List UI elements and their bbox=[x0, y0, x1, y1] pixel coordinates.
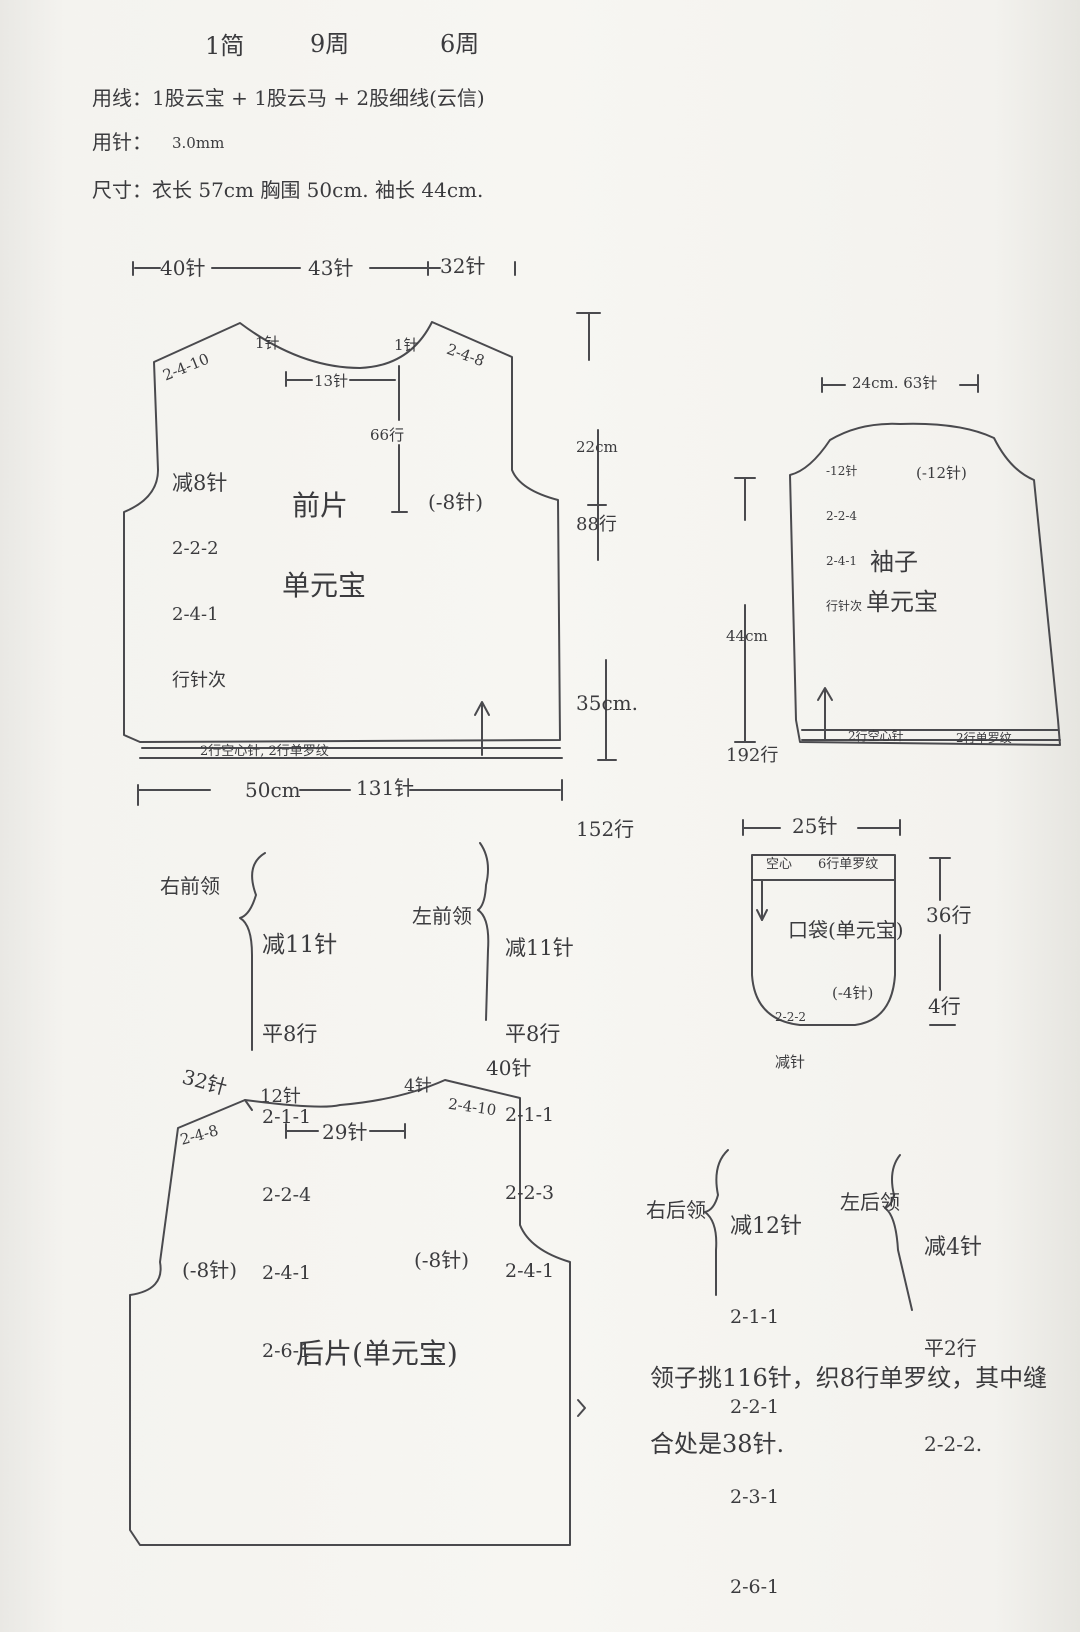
back-armhole-left: (-8针) bbox=[182, 1258, 238, 1282]
sleeve-outline bbox=[789, 422, 1061, 746]
pocket-width: 25针 bbox=[792, 814, 838, 838]
back-top-right: 40针 bbox=[486, 1056, 532, 1080]
right-back-neck-label: 右后领 bbox=[646, 1198, 706, 1222]
pattern-drawing bbox=[123, 261, 1061, 1546]
left-front-neck-label: 左前领 bbox=[412, 904, 472, 928]
front-top-dimension bbox=[132, 261, 516, 276]
sleeve-title: 袖子 bbox=[870, 548, 918, 576]
pocket-dec-right: (-4针) bbox=[832, 984, 874, 1002]
pocket-outline bbox=[751, 854, 896, 1026]
sleeve-cap-right: (-12针) bbox=[916, 464, 967, 482]
back-neck-right: 4针 bbox=[404, 1076, 432, 1096]
front-top-left: 40针 bbox=[160, 256, 206, 280]
sleeve-height: 44cm 192行 bbox=[726, 627, 779, 766]
front-pattern: 单元宝 bbox=[282, 569, 367, 602]
left-back-neck-label: 左后领 bbox=[840, 1190, 900, 1214]
front-neck-right: 1针 bbox=[394, 336, 419, 354]
pocket-height-2: 4行 bbox=[928, 994, 961, 1018]
header-count-1: 1简 bbox=[205, 32, 245, 60]
size-spec: 尺寸：衣长 57cm 胸围 50cm. 袖长 44cm. bbox=[92, 178, 484, 202]
front-neck-width: 13针 bbox=[314, 372, 349, 390]
front-height-bottom: 35cm. 152行 bbox=[576, 691, 638, 841]
pocket-band-right: 6行单罗纹 bbox=[818, 857, 879, 872]
back-neck-width: 29针 bbox=[322, 1120, 368, 1144]
sleeve-rib-left: 2行空心针 bbox=[848, 729, 904, 743]
front-piece-outline bbox=[123, 321, 561, 743]
sleeve-top: 24cm. 63针 bbox=[852, 374, 938, 392]
header-count-3: 6周 bbox=[440, 30, 480, 58]
left-back-neck-steps: 减4针 平2行 2-2-2. bbox=[924, 1235, 983, 1456]
sleeve-cap-dec: -12针 2-2-4 2-4-1 行针次 bbox=[826, 464, 863, 613]
yarn-spec: 用线：1股云宝 + 1股云马 + 2股细线(云信) bbox=[92, 86, 485, 110]
needle-size: 3.0mm bbox=[172, 134, 225, 152]
back-neck-left: 12针 bbox=[260, 1086, 301, 1107]
front-top-mid: 43针 bbox=[308, 256, 354, 280]
left-front-neck-steps: 减11针 平8行 2-1-1 2-2-3 2-4-1 bbox=[505, 936, 574, 1282]
front-neck-depth: 66行 bbox=[370, 426, 405, 444]
right-front-neck-steps: 减11针 平8行 2-1-1 2-2-4 2-4-1 2-6-1 bbox=[262, 932, 338, 1362]
front-rib-note: 2行空心针, 2行单罗纹 bbox=[200, 744, 329, 759]
pocket-dec-left: 2-2-2 减针 bbox=[775, 1010, 807, 1071]
front-armhole-right: (-8针) bbox=[428, 490, 484, 514]
collar-note-line-1: 领子挑116针，织8行单罗纹，其中缝 bbox=[650, 1364, 1048, 1392]
back-piece-outline bbox=[129, 1079, 571, 1546]
front-top-right: 32针 bbox=[440, 254, 486, 278]
sleeve-pattern: 单元宝 bbox=[866, 588, 938, 616]
pocket-title: 口袋(单元宝) bbox=[788, 918, 904, 942]
needle-label: 用针： bbox=[92, 130, 152, 154]
pocket-height: 36行 bbox=[926, 903, 972, 927]
pocket-band-left: 空心 bbox=[766, 857, 793, 872]
collar-note-line-2: 合处是38针. bbox=[650, 1430, 785, 1458]
back-title: 后片(单元宝) bbox=[296, 1337, 458, 1370]
right-back-neck-steps: 减12针 2-1-1 2-2-1 2-3-1 2-6-1 bbox=[730, 1214, 802, 1598]
right-front-neck-label: 右前领 bbox=[160, 874, 220, 898]
front-title: 前片 bbox=[292, 489, 349, 522]
front-armhole-dec: 减8针 2-2-2 2-4-1 行针次 bbox=[172, 471, 228, 691]
sleeve-rib-right: 2行单罗纹 bbox=[956, 731, 1012, 745]
front-neck-left: 1针 bbox=[255, 334, 280, 352]
front-width-cm: 50cm bbox=[245, 778, 301, 802]
back-armhole-right: (-8针) bbox=[414, 1248, 470, 1272]
front-width-st: 131针 bbox=[356, 776, 415, 800]
header-count-2: 9周 bbox=[310, 30, 350, 58]
front-height-top: 22cm 88行 bbox=[576, 438, 618, 535]
